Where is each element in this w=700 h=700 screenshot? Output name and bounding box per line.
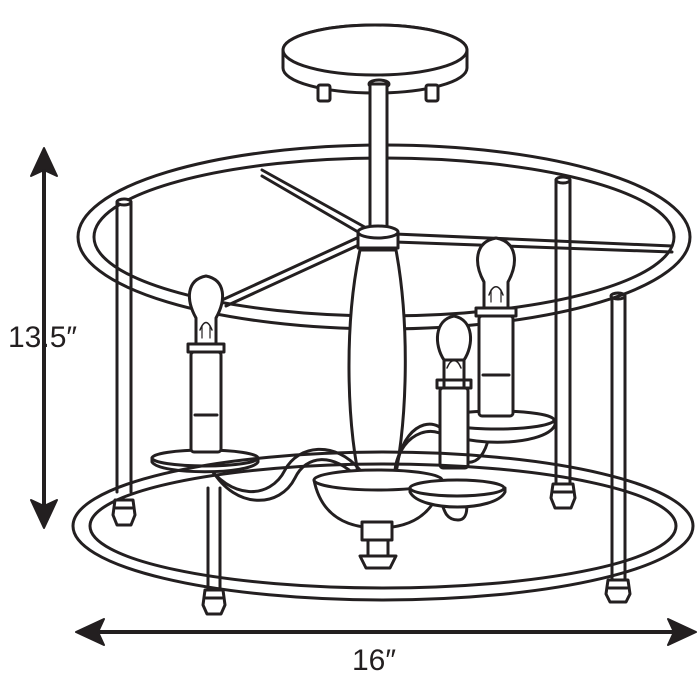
candle-right-short [435, 314, 473, 470]
canopy [281, 23, 469, 103]
width-arrow-left-head [75, 618, 105, 646]
bottom-ring [71, 450, 695, 602]
candle-left [186, 274, 226, 454]
width-dimension-label: 16″ [352, 644, 396, 677]
bobeche-right-short [408, 478, 507, 509]
width-arrow-right-head [667, 618, 697, 646]
finials [111, 482, 632, 616]
height-arrow-top-head [30, 147, 58, 177]
height-dimension-label: 13.5″ [8, 321, 78, 354]
back-rods [554, 175, 627, 582]
candle-right-tall [474, 236, 518, 418]
front-rods [115, 197, 222, 592]
canopy-screw-right [424, 83, 440, 103]
canopy-screw-left [316, 83, 332, 103]
center-stem [347, 82, 407, 494]
height-arrow-bottom-head [30, 499, 58, 529]
